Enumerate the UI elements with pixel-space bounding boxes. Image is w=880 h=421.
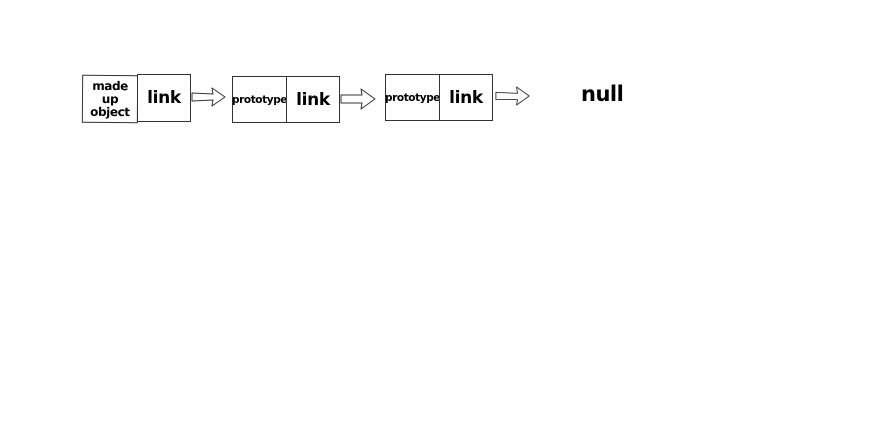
node-2-link-cell: link: [286, 76, 340, 123]
arrow-1-icon: [191, 87, 226, 107]
node-3-link-cell: link: [439, 74, 493, 121]
arrow-3-icon: [495, 86, 530, 106]
node-1-link-label: link: [147, 88, 181, 108]
node-2-link-label: link: [296, 89, 330, 110]
null-terminal-label: null: [581, 82, 624, 106]
node-3-link-label: link: [449, 87, 483, 108]
node-2-value-label: prototype: [231, 93, 288, 106]
node-3-value-cell: prototype: [385, 74, 440, 121]
node-1-link-cell: link: [137, 74, 191, 122]
node-3-value-label: prototype: [384, 91, 441, 104]
node-2-value-cell: prototype: [232, 76, 287, 123]
node-1-value-cell: made up object: [81, 74, 139, 124]
node-1-value-label: made up object: [90, 78, 130, 119]
arrow-2-icon: [340, 88, 376, 110]
